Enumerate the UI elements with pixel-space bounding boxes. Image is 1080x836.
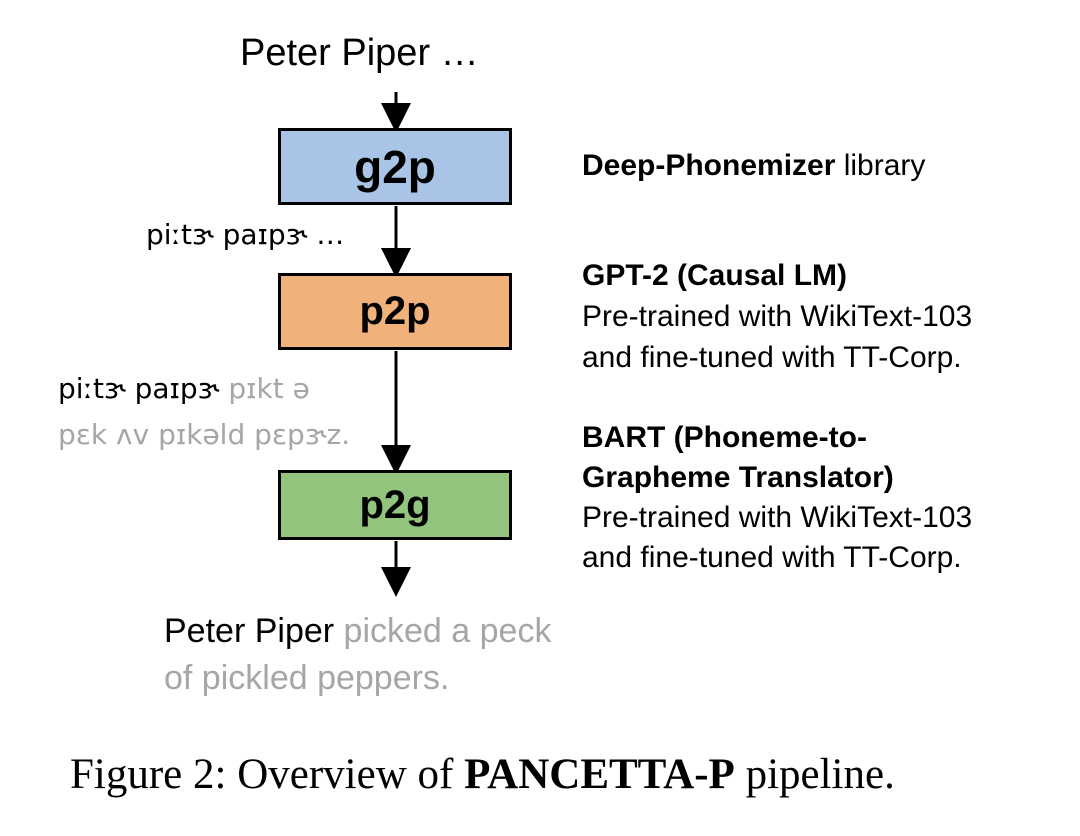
g2p-box: g2p [278,128,512,205]
output-line2: of pickled peppers. [164,659,450,697]
ipa-p2p-output-line2: pɛk ʌv pɪkəld pɛpɝz. [58,418,351,451]
ipa-p2p-black: piːtɝ paɪpɝ [58,372,220,405]
caption-prefix: Figure 2: Overview of [70,751,465,798]
side-g2p: Deep-Phonemizer library [582,146,925,186]
side-g2p-rest: library [835,149,926,182]
input-text: Peter Piper … [240,32,479,74]
side-p2p-line2: and fine-tuned with TT-Corp. [582,341,962,374]
side-g2p-bold: Deep-Phonemizer [582,149,836,182]
side-p2p-line1: Pre-trained with WikiText-103 [582,300,973,333]
p2g-box: p2g [278,470,512,540]
side-p2g-line2: and fine-tuned with TT-Corp. [582,541,962,574]
g2p-label: g2p [354,140,436,193]
caption-suffix: pipeline. [734,751,895,798]
output-line1: Peter Piper picked a peck [164,610,551,652]
side-p2g-title1: BART (Phoneme-to- [582,421,867,454]
output-gray1: picked a peck [343,612,552,650]
caption-name: PANCETTA-P [464,751,735,798]
p2p-box: p2p [278,273,512,350]
ipa-p2p-gray1: pɪkt ə [228,372,310,405]
side-p2g-title2: Grapheme Translator) [582,461,894,494]
ipa-p2p-output-line1: piːtɝ paɪpɝ pɪkt ə [58,368,310,410]
ipa-g2p-output: piːtɝ paɪpɝ … [146,218,345,251]
side-p2p-title: GPT-2 (Causal LM) [582,259,848,292]
output-black: Peter Piper [164,612,335,650]
figure-caption: Figure 2: Overview of PANCETTA-P pipelin… [70,750,895,799]
p2p-label: p2p [359,289,431,333]
side-p2g-line1: Pre-trained with WikiText-103 [582,501,973,534]
p2g-label: p2g [359,482,431,527]
